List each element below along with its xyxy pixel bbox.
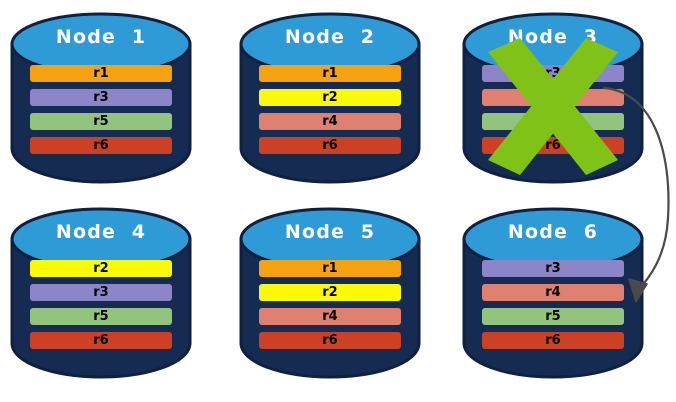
record-item[interactable]: r2 bbox=[30, 260, 172, 277]
record-item[interactable]: r6 bbox=[482, 332, 624, 349]
database-node-1[interactable]: Node 1 r1 r3 r5 r6 bbox=[6, 8, 196, 188]
record-item[interactable]: r3 bbox=[30, 284, 172, 301]
record-item[interactable]: r6 bbox=[259, 137, 401, 154]
database-node-5[interactable]: Node 5 r1 r2 r4 r6 bbox=[235, 203, 425, 383]
database-node-4[interactable]: Node 4 r2 r3 r5 r6 bbox=[6, 203, 196, 383]
database-node-6[interactable]: Node 6 r3 r4 r5 r6 bbox=[458, 203, 648, 383]
record-item[interactable]: r5 bbox=[30, 308, 172, 325]
record-item[interactable]: r6 bbox=[30, 332, 172, 349]
migration-arrow bbox=[602, 86, 670, 303]
record-list: r1 r2 r4 r6 bbox=[259, 260, 401, 356]
record-list: r2 r3 r5 r6 bbox=[30, 260, 172, 356]
record-item[interactable]: r1 bbox=[30, 65, 172, 82]
record-item[interactable]: r3 bbox=[30, 89, 172, 106]
record-item[interactable]: r3 bbox=[482, 260, 624, 277]
record-item[interactable]: r5 bbox=[482, 308, 624, 325]
record-list: r1 r2 r4 r6 bbox=[259, 65, 401, 161]
record-item[interactable]: r1 bbox=[259, 260, 401, 277]
record-item[interactable]: r2 bbox=[259, 284, 401, 301]
record-list: r3 r4 r5 r6 bbox=[482, 260, 624, 356]
database-node-2[interactable]: Node 2 r1 r2 r4 r6 bbox=[235, 8, 425, 188]
record-item[interactable]: r6 bbox=[30, 137, 172, 154]
record-list: r1 r3 r5 r6 bbox=[30, 65, 172, 161]
record-item[interactable]: r4 bbox=[259, 308, 401, 325]
record-item[interactable]: r1 bbox=[259, 65, 401, 82]
record-item[interactable]: r6 bbox=[259, 332, 401, 349]
record-item[interactable]: r5 bbox=[30, 113, 172, 130]
record-item[interactable]: r2 bbox=[259, 89, 401, 106]
record-item[interactable]: r4 bbox=[259, 113, 401, 130]
record-item[interactable]: r4 bbox=[482, 284, 624, 301]
